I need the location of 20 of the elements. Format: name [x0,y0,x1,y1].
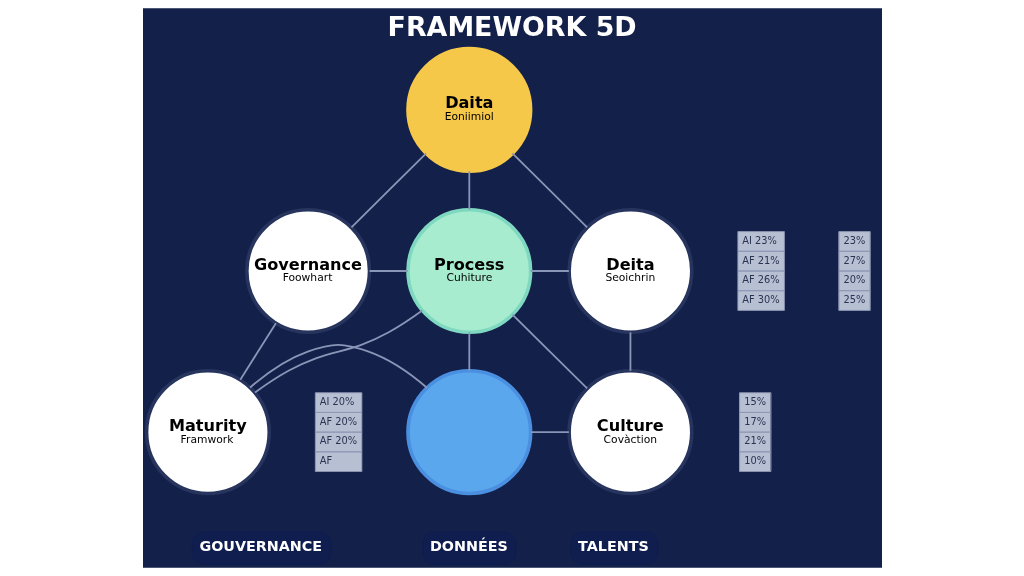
node-label: AF [319,455,332,467]
node-label: AF 20% [319,415,357,427]
node-label: AI 23% [741,234,777,246]
diagram-title: FRAMEWORK 5D [387,11,637,42]
node-label: 27% [843,254,865,266]
node-label: 20% [843,274,865,286]
label: DONNÉES [429,537,508,554]
node-label: 15% [743,396,766,408]
node-label: 23% [843,234,865,246]
label: GOUVERNANCE [198,537,322,554]
node-label: 21% [743,435,766,447]
node-label: 25% [843,294,865,306]
label: TALENTS [577,537,649,554]
node-label: 10% [743,455,766,467]
node-label: AF 30% [741,294,780,306]
node-label: AF 21% [741,254,780,266]
node-label: AF 20% [319,435,357,447]
node-label: AI 20% [319,396,354,408]
node-label: 17% [743,415,766,427]
node-label: AF 26% [741,274,780,286]
